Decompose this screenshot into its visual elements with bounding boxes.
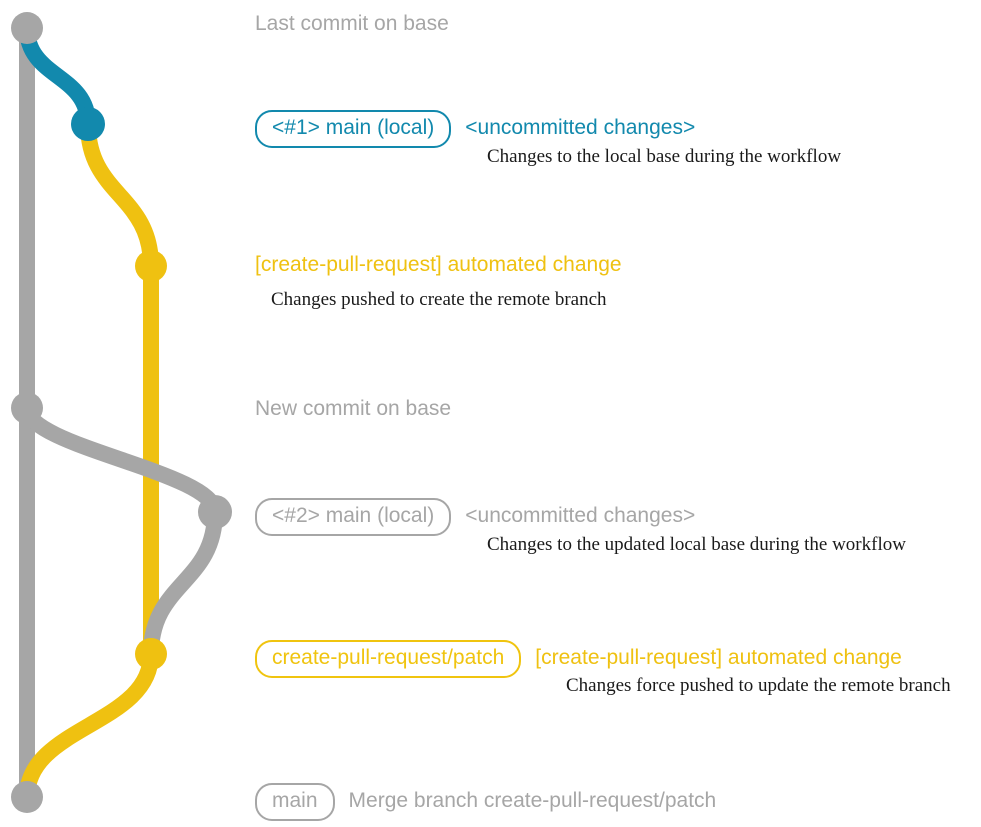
commit-subject: [create-pull-request] automated change xyxy=(255,253,622,276)
commit-row-last-commit-on-base: Last commit on base xyxy=(255,13,449,35)
commit-subject: New commit on base xyxy=(255,397,452,420)
commit-subject: [create-pull-request] automated change xyxy=(535,646,902,669)
commit-node-local-1[interactable] xyxy=(71,107,105,141)
commit-note-automated-change-1: Changes pushed to create the remote bran… xyxy=(271,289,607,310)
ref-chip-main-local-1[interactable]: <#1> main (local) xyxy=(255,110,452,148)
commit-note-automated-change-2: Changes force pushed to update the remot… xyxy=(566,675,951,696)
commit-row-new-commit-on-base: New commit on base xyxy=(255,398,451,420)
edge-updated-local-to-patch xyxy=(143,504,223,662)
commit-note-local-1: Changes to the local base during the wor… xyxy=(487,146,842,167)
commit-row-local-1: <#1> main (local) <uncommitted changes> xyxy=(255,110,695,148)
ref-chip-main-local-2[interactable]: <#2> main (local) xyxy=(255,498,452,536)
commit-row-merge: main Merge branch create-pull-request/pa… xyxy=(255,783,716,821)
commit-node-last-commit-on-base[interactable] xyxy=(11,12,43,44)
commit-row-automated-change-1: [create-pull-request] automated change xyxy=(255,254,622,276)
commit-subject: <uncommitted changes> xyxy=(465,504,696,527)
ref-chip-main[interactable]: main xyxy=(255,783,335,821)
commit-node-automated-change-1[interactable] xyxy=(135,250,167,282)
commit-subject: Last commit on base xyxy=(255,12,449,35)
edge-local-to-patch xyxy=(80,116,159,274)
commit-node-merge[interactable] xyxy=(11,781,43,813)
commit-node-automated-change-2[interactable] xyxy=(135,638,167,670)
commit-note-local-2: Changes to the updated local base during… xyxy=(487,534,906,555)
commit-subject: Merge branch create-pull-request/patch xyxy=(348,789,717,812)
edge-patch-to-merge xyxy=(19,646,159,805)
commit-row-local-2: <#2> main (local) <uncommitted changes> xyxy=(255,498,695,536)
ref-chip-create-pull-request-patch[interactable]: create-pull-request/patch xyxy=(255,640,522,678)
commit-node-new-commit-on-base[interactable] xyxy=(11,392,43,424)
commit-node-local-2[interactable] xyxy=(198,495,232,529)
commit-subject: <uncommitted changes> xyxy=(465,116,696,139)
commit-row-automated-change-2: create-pull-request/patch [create-pull-r… xyxy=(255,640,902,678)
